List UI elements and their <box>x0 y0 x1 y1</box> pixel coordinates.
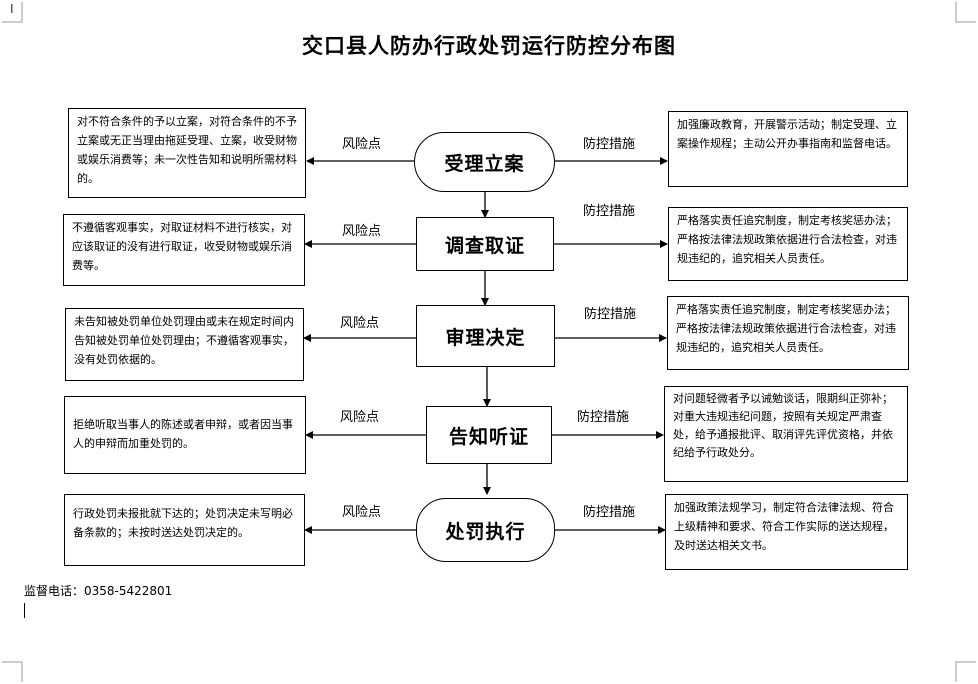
risk-label-investigate: 风险点 <box>342 224 382 239</box>
control-box-investigate: 严格落实责任追究制度，制定考核奖惩办法；严格按法律法规政策依据进行合法检查，对违… <box>668 207 908 281</box>
control-box-hearing: 对问题轻微者予以诫勉谈话，限期纠正弥补；对重大违规违纪问题，按照有关规定严肃查处… <box>664 386 908 482</box>
control-label-hearing: 防控措施 <box>577 410 630 425</box>
risk-box-hearing: 拒绝听取当事人的陈述或者申辩，或者因当事人的申辩而加重处罚的。 <box>64 396 306 474</box>
text-caret <box>24 603 25 618</box>
risk-label-accept: 风险点 <box>342 137 382 152</box>
control-box-decision: 严格落实责任追究制度，制定考核奖惩办法；严格按法律法规政策依据进行合法检查，对违… <box>667 296 909 370</box>
step-investigate: 调查取证 <box>416 217 554 271</box>
risk-label-execute: 风险点 <box>342 505 382 520</box>
control-label-investigate: 防控措施 <box>583 204 636 219</box>
diagram-title: 交口县人防办行政处罚运行防控分布图 <box>302 33 676 58</box>
control-label-decision: 防控措施 <box>584 307 637 322</box>
supervision-phone: 监督电话：0358-5422801 <box>24 584 173 598</box>
control-label-execute: 防控措施 <box>583 505 636 520</box>
step-hearing: 告知听证 <box>426 406 552 464</box>
risk-box-decision: 未告知被处罚单位处罚理由或未在规定时间内告知被处罚单位处罚理由；不遵循客观事实，… <box>65 308 304 381</box>
control-box-accept: 加强廉政教育，开展警示活动；制定受理、立案操作规程；主动公开办事指南和监督电话。 <box>668 111 908 187</box>
risk-label-decision: 风险点 <box>340 316 380 331</box>
text-cursor-icon: I <box>10 2 14 16</box>
step-execute: 处罚执行 <box>416 498 555 562</box>
risk-box-accept: 对不符合条件的予以立案，对符合条件的不予立案或无正当理由拖延受理、立案，收受财物… <box>68 108 306 198</box>
step-decision: 审理决定 <box>416 305 555 367</box>
risk-box-investigate: 不遵循客观事实，对取证材料不进行核实，对应该取证的没有进行取证，收受财物或娱乐消… <box>63 214 305 286</box>
control-label-accept: 防控措施 <box>583 137 636 152</box>
risk-label-hearing: 风险点 <box>340 410 380 425</box>
control-box-execute: 加强政策法规学习，制定符合法律法规、符合上级精神和要求、符合工作实际的送达规程，… <box>665 494 908 570</box>
step-accept: 受理立案 <box>414 132 555 192</box>
risk-box-execute: 行政处罚未报批就下达的；处罚决定未写明必备条款的；未按时送达处罚决定的。 <box>64 494 305 566</box>
